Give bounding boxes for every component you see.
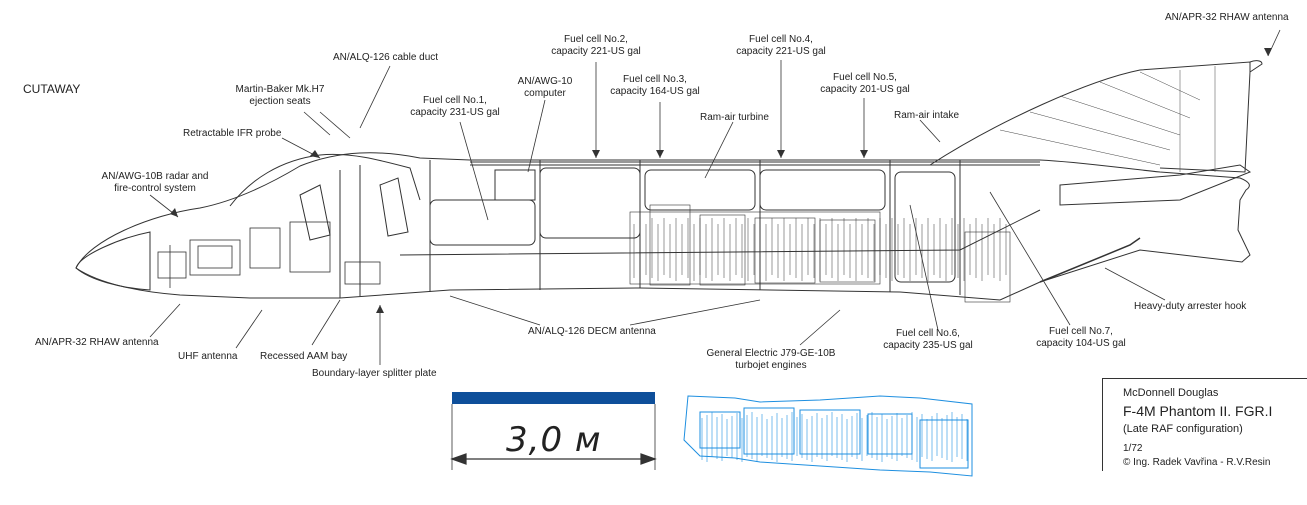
title-config: (Late RAF configuration) <box>1123 423 1243 435</box>
cutaway-heading: CUTAWAY <box>23 82 81 96</box>
fuselage-outline <box>75 152 1251 301</box>
label-fuel-cell-5: Fuel cell No.5, capacity 201-US gal <box>820 72 910 95</box>
label-awg10-computer: AN/AWG-10 computer <box>517 76 573 99</box>
label-splitter-plate: Boundary-layer splitter plate <box>312 368 437 379</box>
title-credit: © Ing. Radek Vavřina - R.V.Resin <box>1123 457 1271 468</box>
label-rhaw-top: AN/APR-32 RHAW antenna <box>1165 12 1289 23</box>
label-fuel-cell-3: Fuel cell No.3, capacity 164-US gal <box>610 74 700 97</box>
label-fuel-cell-2: Fuel cell No.2, capacity 221-US gal <box>551 34 641 57</box>
label-ram-air-turbine: Ram-air turbine <box>700 112 769 123</box>
label-decm-antenna: AN/ALQ-126 DECM antenna <box>528 326 656 337</box>
title-scale: 1/72 <box>1123 443 1143 454</box>
engine-thumbnail-hatch <box>701 412 968 462</box>
scale-value: 3,0 м <box>506 420 602 460</box>
label-ram-air-intake: Ram-air intake <box>894 110 960 121</box>
engine-detail-hatch <box>633 218 1007 281</box>
label-fuel-cell-6: Fuel cell No.6, capacity 235-US gal <box>883 328 973 351</box>
engine-thumbnail <box>683 395 973 477</box>
label-engines: General Electric J79-GE-10B turbojet eng… <box>706 348 836 371</box>
label-uhf-antenna: UHF antenna <box>178 351 238 362</box>
label-ejection-seats: Martin-Baker Mk.H7 ejection seats <box>235 84 325 107</box>
title-block: McDonnell Douglas F-4M Phantom II. FGR.I… <box>1102 378 1307 471</box>
label-arrester-hook: Heavy-duty arrester hook <box>1134 301 1247 312</box>
label-fuel-cell-1: Fuel cell No.1, capacity 231-US gal <box>410 95 500 118</box>
label-aam-bay: Recessed AAM bay <box>260 351 348 362</box>
label-radar: AN/AWG-10B radar and fire-control system <box>101 171 209 194</box>
title-model: F-4M Phantom II. FGR.I <box>1123 403 1273 419</box>
scale-bar: 3,0 м <box>452 392 655 472</box>
label-fuel-cell-4: Fuel cell No.4, capacity 221-US gal <box>736 34 826 57</box>
title-maker: McDonnell Douglas <box>1123 387 1219 399</box>
label-ifr-probe: Retractable IFR probe <box>183 128 282 139</box>
label-rhaw-bottom: AN/APR-32 RHAW antenna <box>35 337 159 348</box>
vertical-fin <box>929 61 1251 173</box>
label-fuel-cell-7: Fuel cell No.7, capacity 104-US gal <box>1036 326 1126 349</box>
stabilator <box>1059 164 1252 206</box>
scale-bar-fill <box>452 392 655 404</box>
canopy-outline <box>229 153 421 207</box>
label-alq126-cable-duct: AN/ALQ-126 cable duct <box>333 52 439 63</box>
